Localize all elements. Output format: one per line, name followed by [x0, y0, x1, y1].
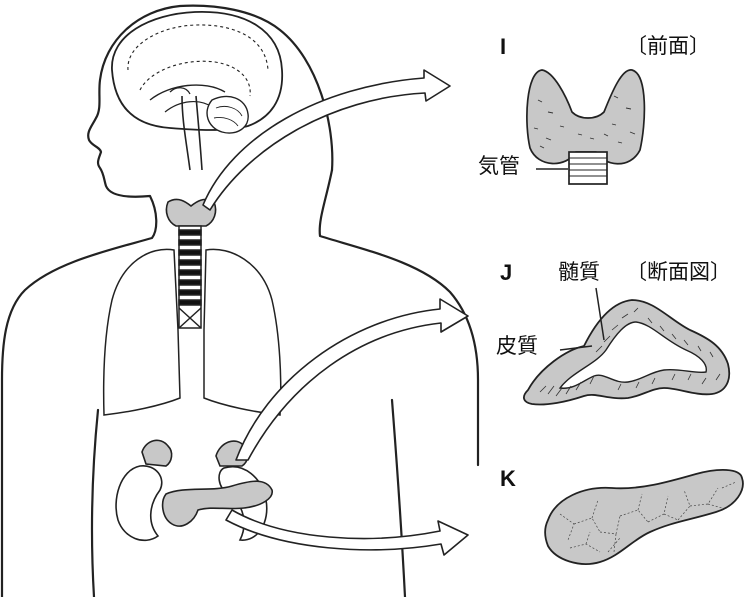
label-J: J — [500, 262, 512, 284]
label-K: K — [500, 468, 516, 490]
label-cross-section: 〔断面図〕 — [626, 262, 731, 283]
label-medulla: 髄質 — [558, 262, 600, 283]
panel-I-thyroid — [527, 70, 645, 184]
thyroid-trachea — [569, 152, 607, 184]
label-trachea: 気管 — [478, 156, 520, 177]
thyroid-gland — [527, 70, 645, 164]
cerebellum — [207, 96, 248, 133]
label-front-view: 〔前面〕 — [626, 36, 710, 57]
kidney-left — [116, 466, 162, 541]
trachea-body — [179, 226, 201, 328]
panel-J-adrenal — [524, 288, 729, 405]
panel-K-pancreas — [545, 470, 743, 564]
label-I: I — [500, 36, 506, 58]
adrenal-left — [142, 440, 172, 466]
label-cortex: 皮質 — [496, 336, 538, 357]
arrow-to-J — [236, 299, 468, 460]
